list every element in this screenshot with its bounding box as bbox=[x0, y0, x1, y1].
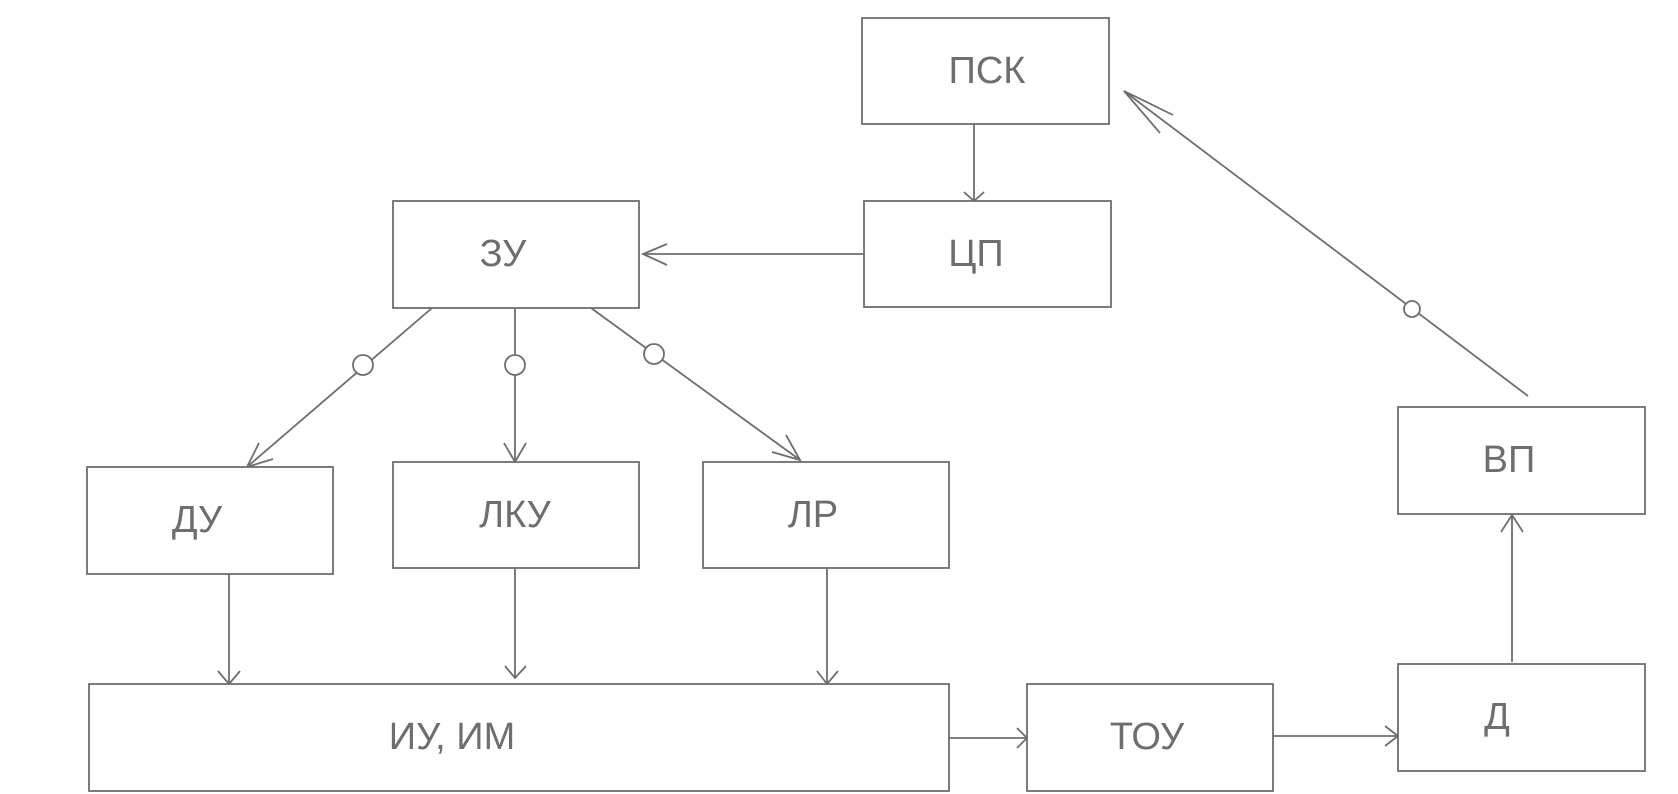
arrowhead-icon bbox=[640, 243, 668, 266]
block-lku-label: ЛКУ bbox=[479, 494, 552, 536]
block-d-label: Д bbox=[1484, 696, 1510, 738]
block-vp-label: ВП bbox=[1483, 439, 1536, 481]
block-tou: ТОУ bbox=[1026, 683, 1274, 792]
edge-lr-to-iu-im bbox=[816, 568, 839, 686]
block-du: ДУ bbox=[86, 466, 334, 575]
block-zu: ЗУ bbox=[392, 200, 640, 309]
junction-dot bbox=[643, 343, 665, 365]
junction-dot bbox=[1403, 300, 1421, 318]
block-vp: ВП bbox=[1397, 406, 1646, 515]
block-lr: ЛР bbox=[702, 461, 950, 569]
block-lku: ЛКУ bbox=[392, 461, 640, 569]
block-cp-label: ЦП bbox=[948, 233, 1003, 275]
edge-lku-to-iu-im bbox=[504, 568, 527, 680]
block-iu-im: ИУ, ИМ bbox=[88, 683, 950, 792]
edge-du-to-iu-im bbox=[217, 574, 241, 686]
edge-zu-to-du bbox=[245, 307, 433, 469]
block-lr-label: ЛР bbox=[788, 494, 838, 536]
block-psk: ПСК bbox=[861, 17, 1110, 125]
block-du-label: ДУ bbox=[172, 499, 223, 541]
block-d: Д bbox=[1397, 663, 1646, 772]
block-tou-label: ТОУ bbox=[1110, 716, 1185, 758]
arrowhead-icon bbox=[1123, 90, 1174, 134]
block-iu-im-label: ИУ, ИМ bbox=[389, 716, 516, 758]
junction-dot bbox=[352, 354, 374, 376]
edge-d-to-vp bbox=[1500, 513, 1524, 662]
block-cp: ЦП bbox=[863, 200, 1112, 308]
nodes: ПСК ЦП ЗУ ДУ ЛКУ ЛР ВП ИУ, ИМ bbox=[86, 17, 1646, 792]
block-psk-label: ПСК bbox=[949, 50, 1026, 92]
arrowhead-icon bbox=[771, 434, 802, 462]
edge-iu-im-to-tou bbox=[949, 727, 1029, 749]
edge-psk-to-cp bbox=[963, 124, 985, 203]
arrowhead-icon bbox=[504, 665, 527, 680]
block-zu-label: ЗУ bbox=[480, 233, 528, 275]
edge-zu-to-lku bbox=[503, 308, 527, 464]
edge-cp-to-zu bbox=[640, 243, 863, 266]
arrowhead-icon bbox=[1500, 513, 1524, 533]
edge-vp-to-psk bbox=[1123, 90, 1529, 397]
edges bbox=[217, 90, 1529, 749]
junction-dot bbox=[504, 354, 526, 376]
edge-zu-to-lr bbox=[590, 307, 802, 462]
edge-tou-to-d bbox=[1273, 725, 1400, 747]
